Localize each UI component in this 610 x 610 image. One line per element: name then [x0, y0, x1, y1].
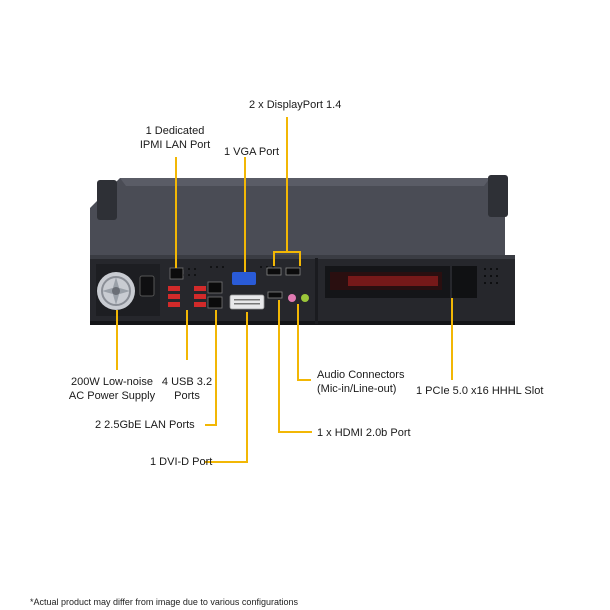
rack-ear-right	[488, 175, 508, 217]
label-displayport: 2 x DisplayPort 1.4	[249, 99, 342, 111]
ipmi-lan-port	[169, 267, 184, 280]
label-usb: 4 USB 3.2 Ports	[162, 375, 212, 403]
label-ipmi-line2: IPMI LAN Port	[139, 139, 211, 151]
callout-hdmi	[278, 300, 312, 433]
mic-in-jack	[288, 294, 296, 302]
displayport-1	[266, 267, 282, 276]
label-power-line1: 200W Low-noise	[71, 376, 153, 388]
label-audio: Audio Connectors (Mic-in/Line-out)	[317, 368, 404, 396]
callout-lines	[116, 117, 453, 463]
ac-inlet	[139, 275, 155, 297]
lan-port-2	[207, 296, 223, 309]
displayport-2	[285, 267, 301, 276]
label-hdmi: 1 x HDMI 2.0b Port	[317, 427, 411, 439]
vga-port	[232, 272, 256, 285]
label-power-line2: AC Power Supply	[68, 390, 156, 402]
chassis-top	[90, 178, 505, 255]
label-dvid: 1 DVI-D Port	[150, 456, 213, 468]
vent-grille-right	[484, 268, 498, 284]
hdmi-port	[267, 291, 283, 299]
footnote: *Actual product may differ from image du…	[30, 597, 298, 607]
label-usb-line1: 4 USB 3.2	[161, 376, 213, 388]
label-ipmi: 1 Dedicated IPMI LAN Port	[140, 124, 210, 152]
label-audio-line1: Audio Connectors	[317, 369, 405, 381]
label-power: 200W Low-noise AC Power Supply	[69, 375, 155, 403]
callout-dvid	[205, 312, 248, 463]
label-ipmi-line1: 1 Dedicated	[145, 125, 205, 137]
label-pcie: 1 PCIe 5.0 x16 HHHL Slot	[416, 385, 544, 397]
callout-lan	[205, 310, 217, 426]
label-vga: 1 VGA Port	[224, 146, 280, 158]
dvid-port	[229, 294, 265, 310]
line-out-jack	[301, 294, 309, 302]
label-lan: 2 2.5GbE LAN Ports	[95, 419, 195, 431]
callout-displayport-bracket	[273, 251, 301, 266]
label-audio-line2: (Mic-in/Line-out)	[317, 383, 397, 395]
usb-ports	[168, 286, 206, 307]
callout-audio	[297, 304, 311, 381]
rack-ear-left	[97, 180, 117, 220]
lan-port-1	[207, 281, 223, 294]
pcie-bracket	[452, 266, 477, 298]
label-usb-line2: Ports	[174, 390, 200, 402]
